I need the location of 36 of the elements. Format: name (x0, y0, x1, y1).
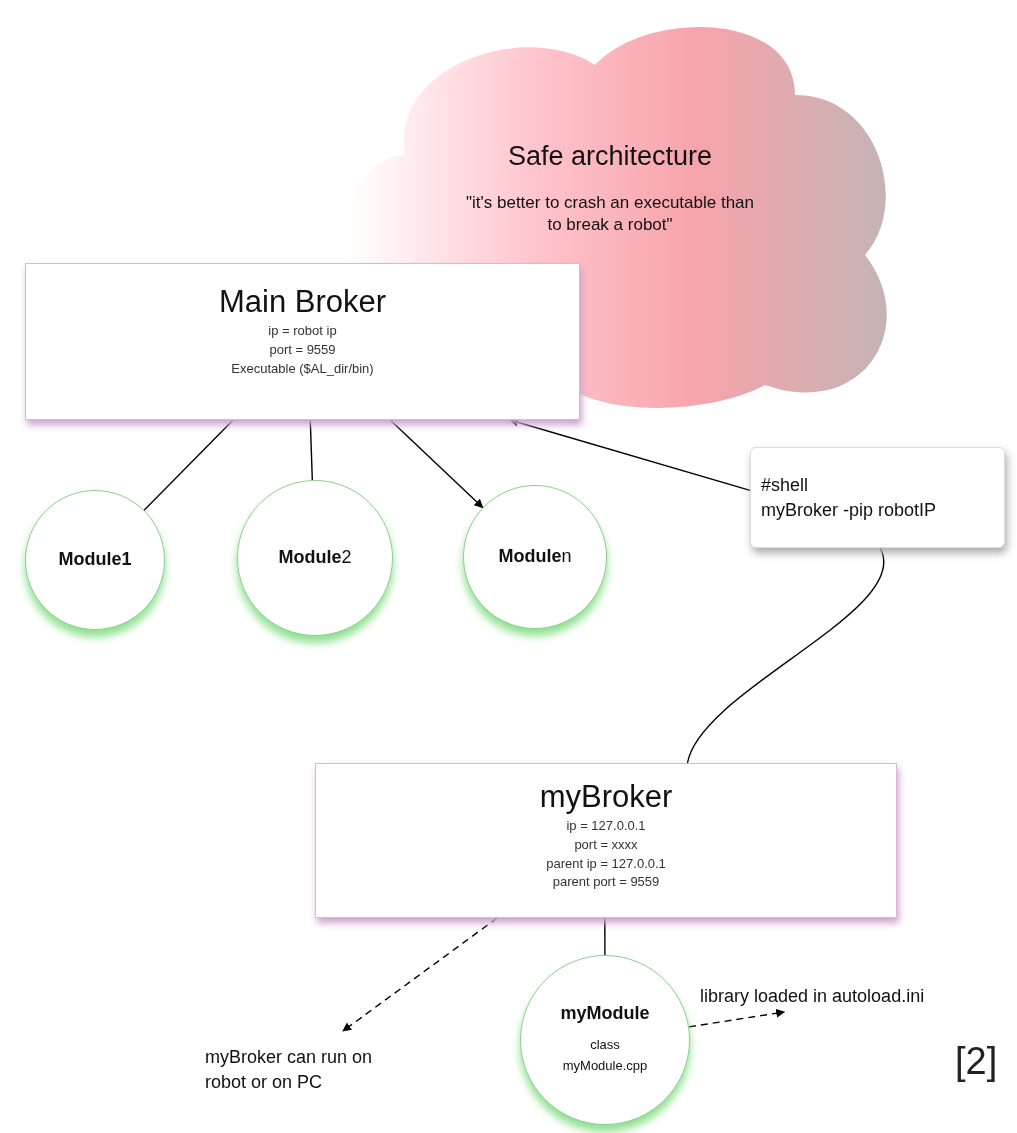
module-circle (25, 490, 165, 630)
connector-line (604, 917, 606, 956)
module-name: Module1 (58, 549, 132, 571)
dashed-arrow (688, 1008, 786, 1028)
note-text: library loaded in autoload.ini (700, 984, 926, 1008)
property-text: parent port = 9559 (552, 873, 660, 892)
property-text: port = xxxx (574, 835, 638, 854)
property-text: parent ip = 127.0.0.1 (546, 854, 666, 873)
box-title: Main Broker (218, 283, 387, 322)
module-name: Modulen (498, 546, 572, 568)
box-title: myBroker (539, 777, 673, 816)
connector-line (309, 419, 314, 481)
property-text: ip = robot ip (268, 322, 337, 341)
command-text: #shell (761, 474, 809, 498)
module-name: myModule (560, 1003, 650, 1025)
broker-box (25, 263, 580, 420)
module-detail: class (590, 1036, 620, 1054)
module-detail: myModule.cpp (562, 1056, 648, 1075)
dashed-arrow (342, 917, 498, 1032)
quote-text: "it's better to crash an executable than to break a robot" (464, 192, 756, 237)
reference-mark: [2] (955, 1040, 998, 1083)
property-text: ip = 127.0.0.1 (566, 816, 646, 835)
connector-line (143, 419, 234, 511)
note-text: myBroker can run on robot or on PC (205, 1046, 374, 1094)
command-text: myBroker -pip robotIP (761, 498, 937, 522)
arrow (389, 419, 484, 509)
arrow (509, 417, 751, 492)
command-box (750, 447, 1005, 548)
module-circle (237, 480, 393, 636)
property-text: port = 9559 (269, 341, 336, 360)
connector-line (686, 547, 885, 764)
module-name: Module2 (278, 547, 352, 569)
module-circle (463, 485, 607, 629)
property-text: Executable ($AL_dir/bin) (231, 360, 374, 379)
broker-box (315, 763, 897, 918)
cloud-title: Safe architecture (506, 140, 714, 173)
